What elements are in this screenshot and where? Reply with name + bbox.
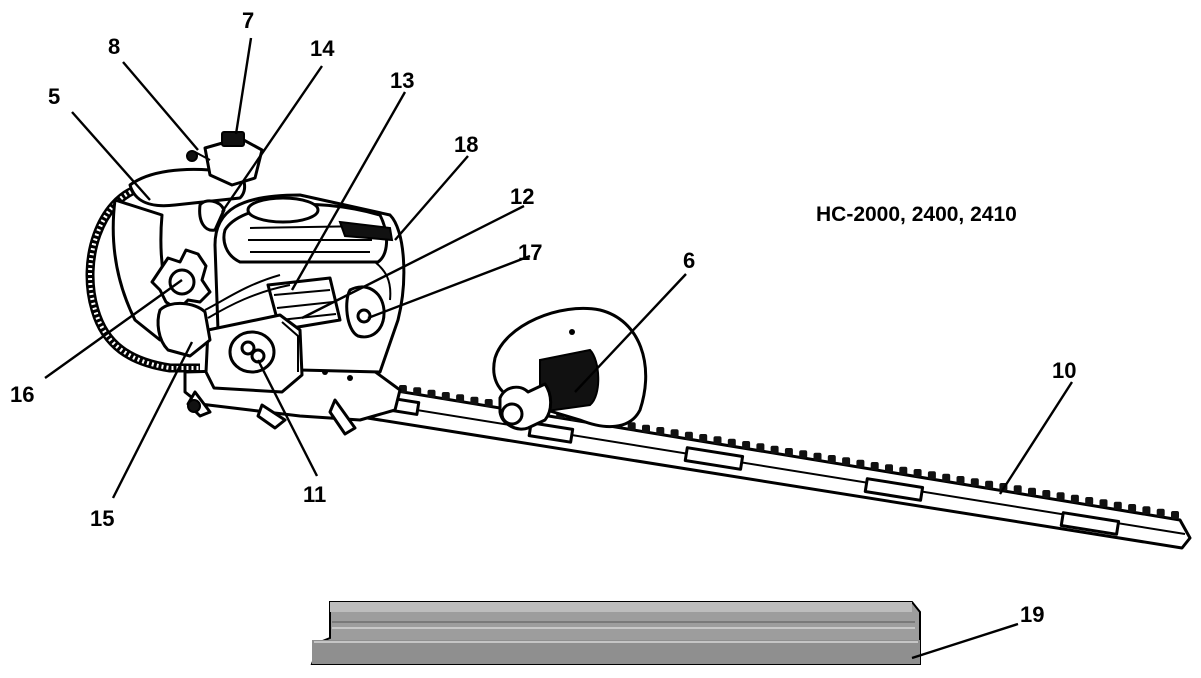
blade-tooth — [942, 473, 951, 482]
blade-teeth — [356, 378, 1179, 519]
blade-tooth — [1128, 504, 1137, 512]
blade-tooth — [1156, 508, 1165, 517]
blade-tooth — [827, 455, 836, 463]
callouts: 5 6 7 8 10 11 12 13 14 15 16 17 18 19 — [10, 8, 1076, 627]
leader-13 — [290, 91, 407, 291]
blade-tooth — [427, 389, 436, 398]
blade-tooth — [970, 478, 979, 487]
blade-tooth — [441, 392, 450, 400]
blade-tooth — [956, 476, 965, 484]
leader-10 — [998, 381, 1074, 495]
blade-tooth — [742, 441, 751, 449]
leader-18 — [394, 155, 469, 241]
blade-tooth — [985, 480, 994, 489]
blade-tooth — [1171, 511, 1179, 519]
leader-5 — [71, 111, 151, 201]
callout-14: 14 — [310, 36, 335, 61]
blade-tooth — [413, 387, 422, 396]
blade-tooth — [1113, 501, 1122, 510]
primer-area — [156, 274, 291, 358]
blade-tooth — [1070, 494, 1079, 503]
blade-tooth — [885, 464, 893, 473]
callout-12: 12 — [510, 184, 534, 209]
leader-8 — [122, 61, 199, 151]
blade-tooth — [699, 434, 708, 442]
blade-guard — [310, 601, 921, 665]
blade-tooth — [684, 431, 693, 440]
blade-tooth — [899, 466, 908, 475]
front-handle-assembly — [492, 306, 648, 431]
blade-tooth — [756, 443, 765, 452]
blade-tooth — [1142, 506, 1151, 515]
leader-16 — [44, 279, 183, 379]
blade-tooth — [1042, 490, 1051, 498]
blade-tooth — [670, 429, 679, 438]
leader-lines — [44, 37, 1074, 660]
blade-tooth — [656, 427, 665, 435]
callout-18: 18 — [454, 132, 478, 157]
blade-tooth — [470, 396, 479, 405]
blade-tooth — [456, 394, 465, 403]
callout-10: 10 — [1052, 358, 1076, 383]
callout-6: 6 — [683, 248, 695, 273]
blade-tooth — [484, 399, 493, 407]
blade-tooth — [627, 422, 636, 431]
blade-tooth — [1099, 499, 1108, 508]
blade-tooth — [856, 459, 865, 468]
leader-7 — [234, 37, 253, 135]
callout-5: 5 — [48, 84, 60, 109]
leader-6 — [574, 273, 687, 393]
blade-tooth — [713, 436, 722, 445]
blade-tooth — [727, 438, 736, 447]
blade-tooth — [813, 452, 822, 461]
blade-tooth — [842, 457, 851, 466]
leader-17 — [367, 254, 531, 320]
blade-tooth — [1013, 485, 1022, 494]
blade-tooth — [870, 462, 879, 470]
callout-19: 19 — [1020, 602, 1044, 627]
blade-tooth — [770, 445, 779, 454]
blade-tooth — [927, 471, 936, 480]
callout-7: 7 — [242, 8, 254, 33]
leader-11 — [256, 359, 319, 477]
blade-tooth — [784, 448, 793, 456]
blade-tooth — [1085, 497, 1094, 505]
callout-15: 15 — [90, 506, 114, 531]
callout-17: 17 — [518, 240, 542, 265]
blade-tooth — [913, 469, 922, 477]
callout-11: 11 — [303, 482, 326, 507]
leader-19 — [911, 622, 1019, 660]
cutter-blade — [298, 378, 1192, 550]
callout-16: 16 — [10, 382, 34, 407]
callout-13: 13 — [390, 68, 414, 93]
callout-8: 8 — [108, 34, 120, 59]
air-cleaner — [204, 313, 304, 394]
blade-tooth — [1028, 487, 1036, 496]
model-label: HC-2000, 2400, 2410 — [816, 203, 1017, 226]
leader-12 — [301, 204, 525, 320]
blade-tooth — [799, 450, 808, 459]
blade-tooth — [1056, 492, 1065, 501]
leader-15 — [111, 341, 194, 499]
blade-tooth — [642, 424, 650, 433]
leader-14 — [221, 65, 323, 213]
